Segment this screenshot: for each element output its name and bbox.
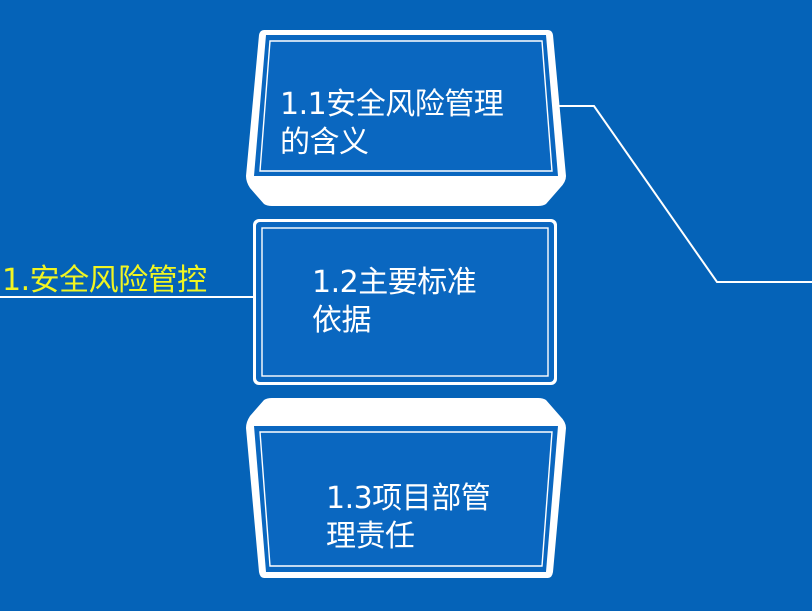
right-connector-line — [557, 105, 812, 283]
box-1-label: 1.1安全风险管理 的含义 — [280, 87, 504, 160]
box-3-label: 1.3项目部管 理责任 — [326, 481, 491, 554]
box-1-shape — [246, 30, 566, 206]
box-2-shape — [253, 219, 557, 385]
box-3-shape — [246, 398, 566, 578]
side-topic-label: 1.安全风险管控 — [2, 263, 207, 298]
box-2-label: 1.2主要标准 依据 — [312, 265, 477, 338]
